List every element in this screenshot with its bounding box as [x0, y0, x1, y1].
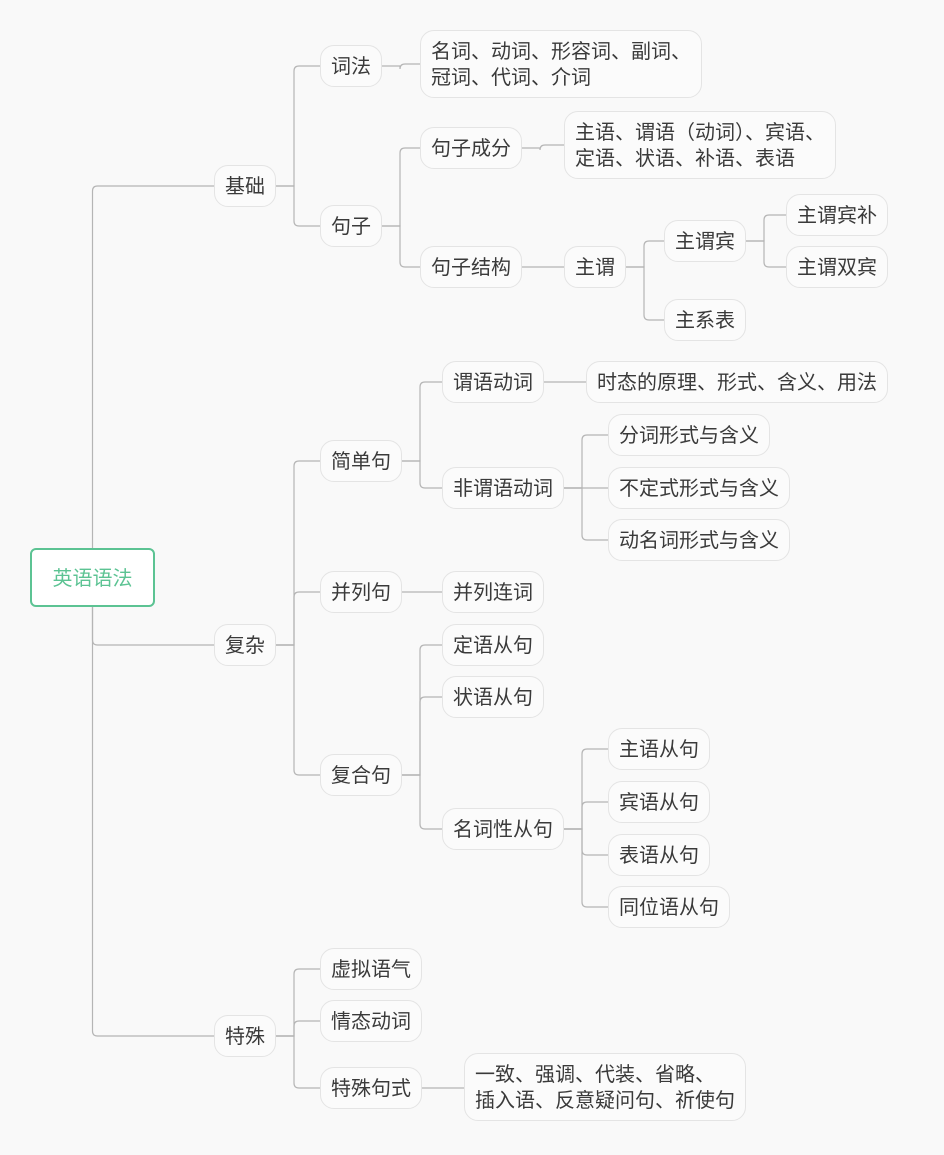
- topic-nominal-clause[interactable]: 名词性从句: [442, 808, 564, 850]
- connector: [276, 1020, 320, 1037]
- connector: [276, 1035, 320, 1089]
- topic-predicate-verb[interactable]: 谓语动词: [442, 361, 544, 403]
- topic-svoo[interactable]: 主谓双宾: [786, 246, 888, 288]
- topic-attributive-clause[interactable]: 定语从句: [442, 624, 544, 666]
- connector: [564, 748, 608, 830]
- connector: [746, 214, 786, 242]
- topic-svc[interactable]: 主系表: [664, 299, 746, 341]
- root-topic[interactable]: 英语语法: [30, 548, 155, 607]
- connector: [382, 225, 420, 268]
- topic-components-detail[interactable]: 主语、谓语（动词）、宾语、 定语、状语、补语、表语: [564, 111, 836, 179]
- connector: [91, 607, 214, 1037]
- connector: [626, 240, 664, 268]
- topic-infinitive[interactable]: 不定式形式与含义: [608, 467, 790, 509]
- connector: [402, 460, 442, 489]
- topic-simple-sentence[interactable]: 简单句: [320, 440, 402, 482]
- connector: [522, 144, 564, 151]
- connector: [402, 774, 442, 830]
- connector: [276, 185, 320, 227]
- connector: [564, 801, 608, 830]
- connector: [276, 65, 320, 187]
- connector: [564, 434, 608, 489]
- topic-predicative-clause[interactable]: 表语从句: [608, 834, 710, 876]
- connector: [276, 644, 320, 776]
- connector: [626, 266, 664, 321]
- connector: [564, 828, 608, 856]
- topic-subjunctive[interactable]: 虚拟语气: [320, 948, 422, 990]
- topic-patterns-detail[interactable]: 一致、强调、代装、省略、 插入语、反意疑问句、祈使句: [464, 1053, 746, 1121]
- topic-special-patterns[interactable]: 特殊句式: [320, 1067, 422, 1109]
- connector: [402, 381, 442, 462]
- connector: [276, 460, 320, 646]
- topic-sentence-structure[interactable]: 句子结构: [420, 246, 522, 288]
- topic-complex-sentence[interactable]: 复合句: [320, 754, 402, 796]
- topic-nonfinite-verb[interactable]: 非谓语动词: [442, 467, 564, 509]
- topic-gerund[interactable]: 动名词形式与含义: [608, 519, 790, 561]
- topic-compound-sentence[interactable]: 并列句: [320, 571, 402, 613]
- connector: [276, 591, 320, 646]
- connector: [402, 696, 442, 776]
- topic-complex[interactable]: 复杂: [214, 624, 276, 666]
- topic-adverbial-clause[interactable]: 状语从句: [442, 676, 544, 718]
- topic-tense-detail[interactable]: 时态的原理、形式、含义、用法: [586, 361, 888, 403]
- topic-subject-clause[interactable]: 主语从句: [608, 728, 710, 770]
- connector: [746, 240, 786, 268]
- topic-appositive-clause[interactable]: 同位语从句: [608, 886, 730, 928]
- topic-sv[interactable]: 主谓: [564, 246, 626, 288]
- connector: [564, 828, 608, 908]
- topic-sentence-components[interactable]: 句子成分: [420, 127, 522, 169]
- topic-basic[interactable]: 基础: [214, 165, 276, 207]
- topic-sentence[interactable]: 句子: [320, 205, 382, 247]
- topic-participle[interactable]: 分词形式与含义: [608, 414, 770, 456]
- connector: [564, 487, 608, 541]
- topic-coordinating-conjunction[interactable]: 并列连词: [442, 571, 544, 613]
- topic-object-clause[interactable]: 宾语从句: [608, 781, 710, 823]
- connector: [402, 644, 442, 776]
- topic-modal-verbs[interactable]: 情态动词: [320, 1000, 422, 1042]
- connector: [91, 185, 214, 548]
- topic-svoc[interactable]: 主谓宾补: [786, 194, 888, 236]
- topic-parts-of-speech[interactable]: 名词、动词、形容词、副词、 冠词、代词、介词: [420, 30, 702, 98]
- connector: [382, 63, 420, 70]
- connector: [91, 607, 214, 646]
- topic-special[interactable]: 特殊: [214, 1015, 276, 1057]
- connector: [276, 968, 320, 1037]
- topic-morphology[interactable]: 词法: [320, 45, 382, 87]
- connector: [382, 147, 420, 227]
- topic-svo[interactable]: 主谓宾: [664, 220, 746, 262]
